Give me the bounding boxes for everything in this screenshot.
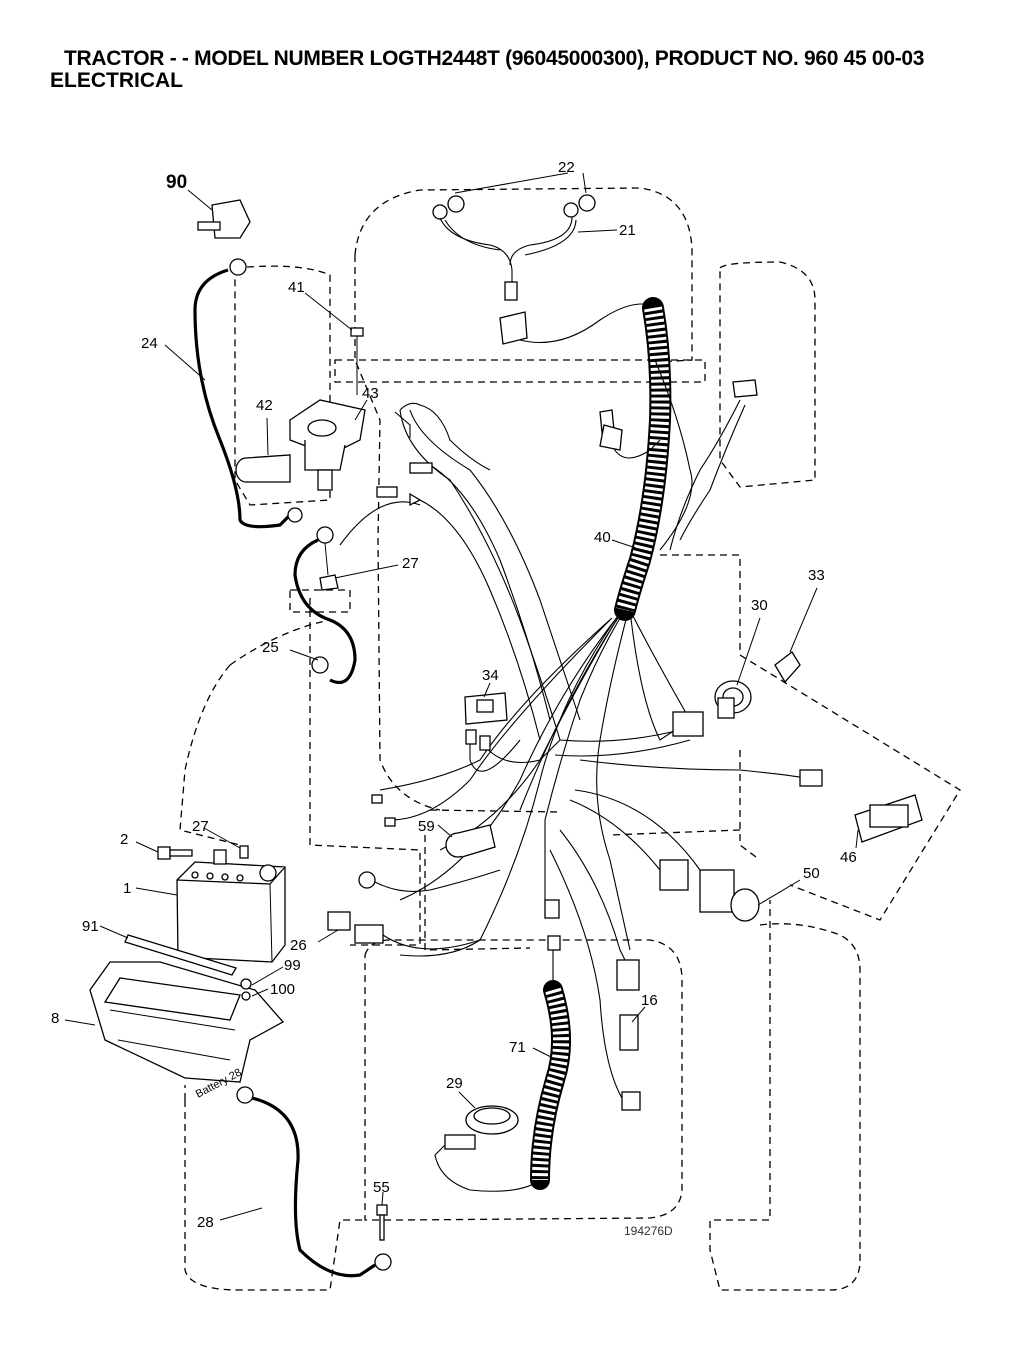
page-title: TRACTOR - - MODEL NUMBER LOGTH2448T (960…	[64, 47, 925, 70]
harness-wires	[339, 359, 806, 1111]
callout-71: 71	[509, 1039, 526, 1056]
callout-41: 41	[288, 279, 305, 296]
callout-25: 25	[262, 639, 279, 656]
callout-24: 24	[141, 335, 158, 352]
page-header: TRACTOR - - MODEL NUMBER LOGTH2448T (960…	[50, 48, 1010, 92]
part-34	[464, 692, 508, 725]
callout-90: 90	[166, 172, 187, 193]
callout-40: 40	[594, 529, 611, 546]
solenoid-43	[289, 327, 366, 491]
strap-91	[124, 934, 237, 976]
battery-tray-8: Battery 28	[89, 961, 285, 1101]
screw-55	[376, 1204, 388, 1241]
callout-22: 22	[558, 159, 575, 176]
callout-99: 99	[284, 957, 301, 974]
cable-25	[293, 526, 357, 685]
callout-43: 43	[362, 385, 379, 402]
callout-28: 28	[197, 1214, 214, 1231]
part-46	[854, 794, 923, 843]
callout-27: 27	[402, 555, 419, 572]
part-30	[714, 680, 752, 719]
drawing-number: 194276D	[624, 1224, 673, 1238]
callout-34: 34	[482, 667, 499, 684]
part-26	[327, 911, 481, 950]
callout-29: 29	[446, 1075, 463, 1092]
connectors	[371, 379, 823, 1111]
cable-24	[193, 258, 303, 529]
tractor-outline	[179, 187, 961, 1291]
callout-labels: 90 22 21 41 24 42 43 27 40 33 30 25 34 5…	[51, 159, 857, 1238]
nut-27b	[239, 845, 249, 859]
part-50	[699, 869, 760, 922]
lower-sleeve	[434, 950, 571, 1192]
callout-27b: 27	[192, 818, 209, 835]
part-29	[444, 1105, 519, 1150]
ring-terminal	[358, 869, 501, 892]
part-42	[235, 454, 291, 483]
battery-1	[176, 849, 286, 963]
harness-sleeve	[614, 297, 672, 621]
part-33	[774, 651, 801, 684]
callout-21: 21	[619, 222, 636, 239]
callout-50: 50	[803, 865, 820, 882]
callout-46: 46	[840, 849, 857, 866]
bolt-2	[135, 841, 193, 860]
part-16	[619, 1014, 639, 1051]
callout-55: 55	[373, 1179, 390, 1196]
callout-100: 100	[270, 981, 295, 998]
callout-59: 59	[418, 818, 435, 835]
callout-42: 42	[256, 397, 273, 414]
callout-91: 91	[82, 918, 99, 935]
callout-1: 1	[123, 880, 131, 897]
callout-30: 30	[751, 597, 768, 614]
callout-26: 26	[290, 937, 307, 954]
callout-8: 8	[51, 1010, 59, 1027]
callout-16: 16	[641, 992, 658, 1009]
part-90	[197, 199, 251, 239]
part-59	[445, 824, 496, 858]
callout-33: 33	[808, 567, 825, 584]
callout-2: 2	[120, 831, 128, 848]
cable-28	[236, 1086, 392, 1278]
section-title: ELECTRICAL	[50, 69, 183, 92]
headlight-harness	[432, 194, 651, 345]
leader-lines	[64, 172, 859, 1221]
